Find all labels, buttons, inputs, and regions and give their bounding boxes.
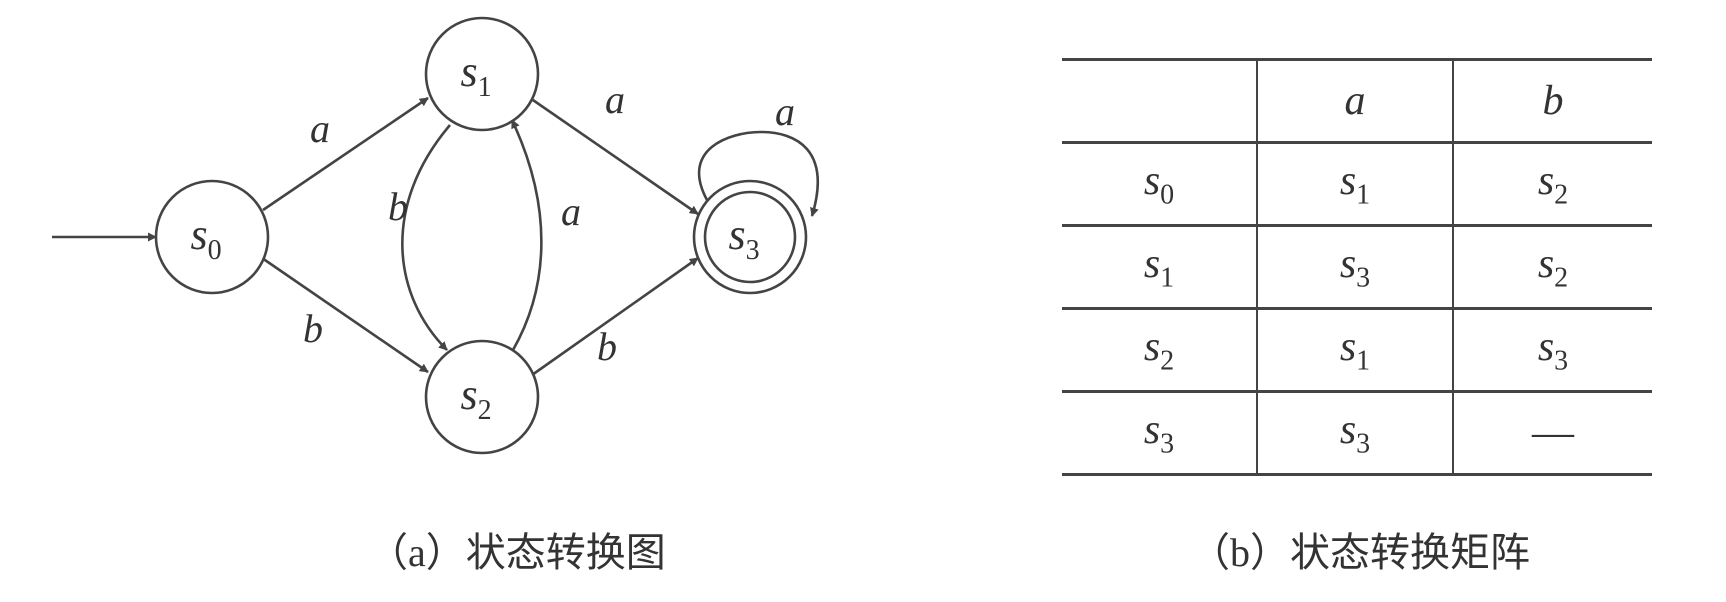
- matrix-a-cell-sub: 1: [1356, 179, 1371, 211]
- matrix-state-cell-base: s: [1143, 240, 1161, 287]
- edge-label-s1-s2: b: [388, 184, 408, 229]
- edge-s0-s1: [262, 96, 429, 212]
- state-base-s3: s: [728, 210, 745, 259]
- state-label-s3: s3: [728, 210, 759, 266]
- matrix-a-cell: s3: [1256, 390, 1454, 476]
- matrix-a-cell: s1: [1256, 141, 1454, 227]
- matrix-b-cell: s3: [1453, 307, 1652, 393]
- matrix-b-cell-sub: 2: [1554, 262, 1569, 294]
- matrix-a-cell-base: s: [1339, 406, 1357, 453]
- edge-label-s1-s3: a: [605, 77, 625, 122]
- matrix-a-cell-sub: 3: [1356, 262, 1371, 294]
- matrix-b-cell-base: s: [1537, 240, 1555, 287]
- edge-label-s3-s3: a: [775, 89, 795, 134]
- matrix-header-row: a b: [1062, 58, 1652, 144]
- matrix-header-corner: [1062, 58, 1257, 144]
- edge-s1-s3: [529, 96, 699, 216]
- matrix-b-cell-base: s: [1537, 157, 1555, 204]
- matrix-a-cell-base: s: [1339, 157, 1357, 204]
- edge-s1-s2: [401, 124, 451, 351]
- state-base-s1: s: [460, 47, 477, 96]
- edge-s2-s3: [531, 256, 699, 377]
- state-node-s0: [154, 179, 270, 295]
- matrix-state-cell-base: s: [1143, 406, 1161, 453]
- matrix-header-a: a: [1256, 58, 1454, 144]
- state-label-s2: s2: [460, 370, 491, 426]
- edge-label-s2-s3: b: [597, 324, 617, 369]
- state-base-s2: s: [460, 370, 477, 419]
- matrix-state-cell-sub: 2: [1160, 345, 1175, 377]
- state-node-s2: [424, 339, 540, 455]
- matrix-b-cell-base: s: [1537, 323, 1555, 370]
- matrix-state-cell-sub: 3: [1160, 428, 1175, 460]
- state-label-s0: s0: [190, 210, 221, 266]
- matrix-state-cell-base: s: [1143, 323, 1161, 370]
- matrix-b-cell: —: [1453, 390, 1652, 476]
- accepting-ring-s3: [703, 190, 797, 284]
- state-node-s1: [424, 16, 540, 132]
- matrix-caption: （b）状态转换矩阵: [1190, 530, 1530, 575]
- state-label-s1: s1: [460, 47, 491, 103]
- matrix-a-cell-base: s: [1339, 240, 1357, 287]
- matrix-a-cell: s1: [1256, 307, 1454, 393]
- state-sub-s3: 3: [746, 235, 760, 266]
- state-base-s0: s: [190, 210, 207, 259]
- matrix-b-cell: s2: [1453, 224, 1652, 310]
- matrix-b-cell-base: —: [1532, 410, 1574, 456]
- matrix-state-cell: s2: [1062, 307, 1257, 393]
- matrix-a-cell: s3: [1256, 224, 1454, 310]
- matrix-state-cell: s3: [1062, 390, 1257, 476]
- diagram-caption: （a）状态转换图: [368, 530, 666, 575]
- matrix-a-cell-sub: 3: [1356, 428, 1371, 460]
- matrix-b-cell: s2: [1453, 141, 1652, 227]
- matrix-header-b: b: [1453, 58, 1652, 144]
- state-sub-s1: 1: [478, 72, 492, 103]
- matrix-a-cell-sub: 1: [1356, 345, 1371, 377]
- matrix-state-cell-base: s: [1143, 157, 1161, 204]
- matrix-b-cell-sub: 2: [1554, 179, 1569, 211]
- state-sub-s0: 0: [208, 235, 222, 266]
- edge-s3-s3: [698, 130, 819, 217]
- edge-s0-s2: [261, 256, 429, 374]
- edge-label-s0-s1: a: [310, 106, 330, 151]
- matrix-state-cell-sub: 1: [1160, 262, 1175, 294]
- edge-s2-s1: [510, 119, 543, 351]
- state-sub-s2: 2: [478, 395, 492, 426]
- matrix-b-cell-sub: 3: [1554, 345, 1569, 377]
- edge-label-s0-s2: b: [303, 306, 323, 351]
- matrix-state-cell-sub: 0: [1160, 179, 1175, 211]
- matrix-a-cell-base: s: [1339, 323, 1357, 370]
- edge-label-s2-s1: a: [561, 189, 581, 234]
- matrix-state-cell: s0: [1062, 141, 1257, 227]
- matrix-state-cell: s1: [1062, 224, 1257, 310]
